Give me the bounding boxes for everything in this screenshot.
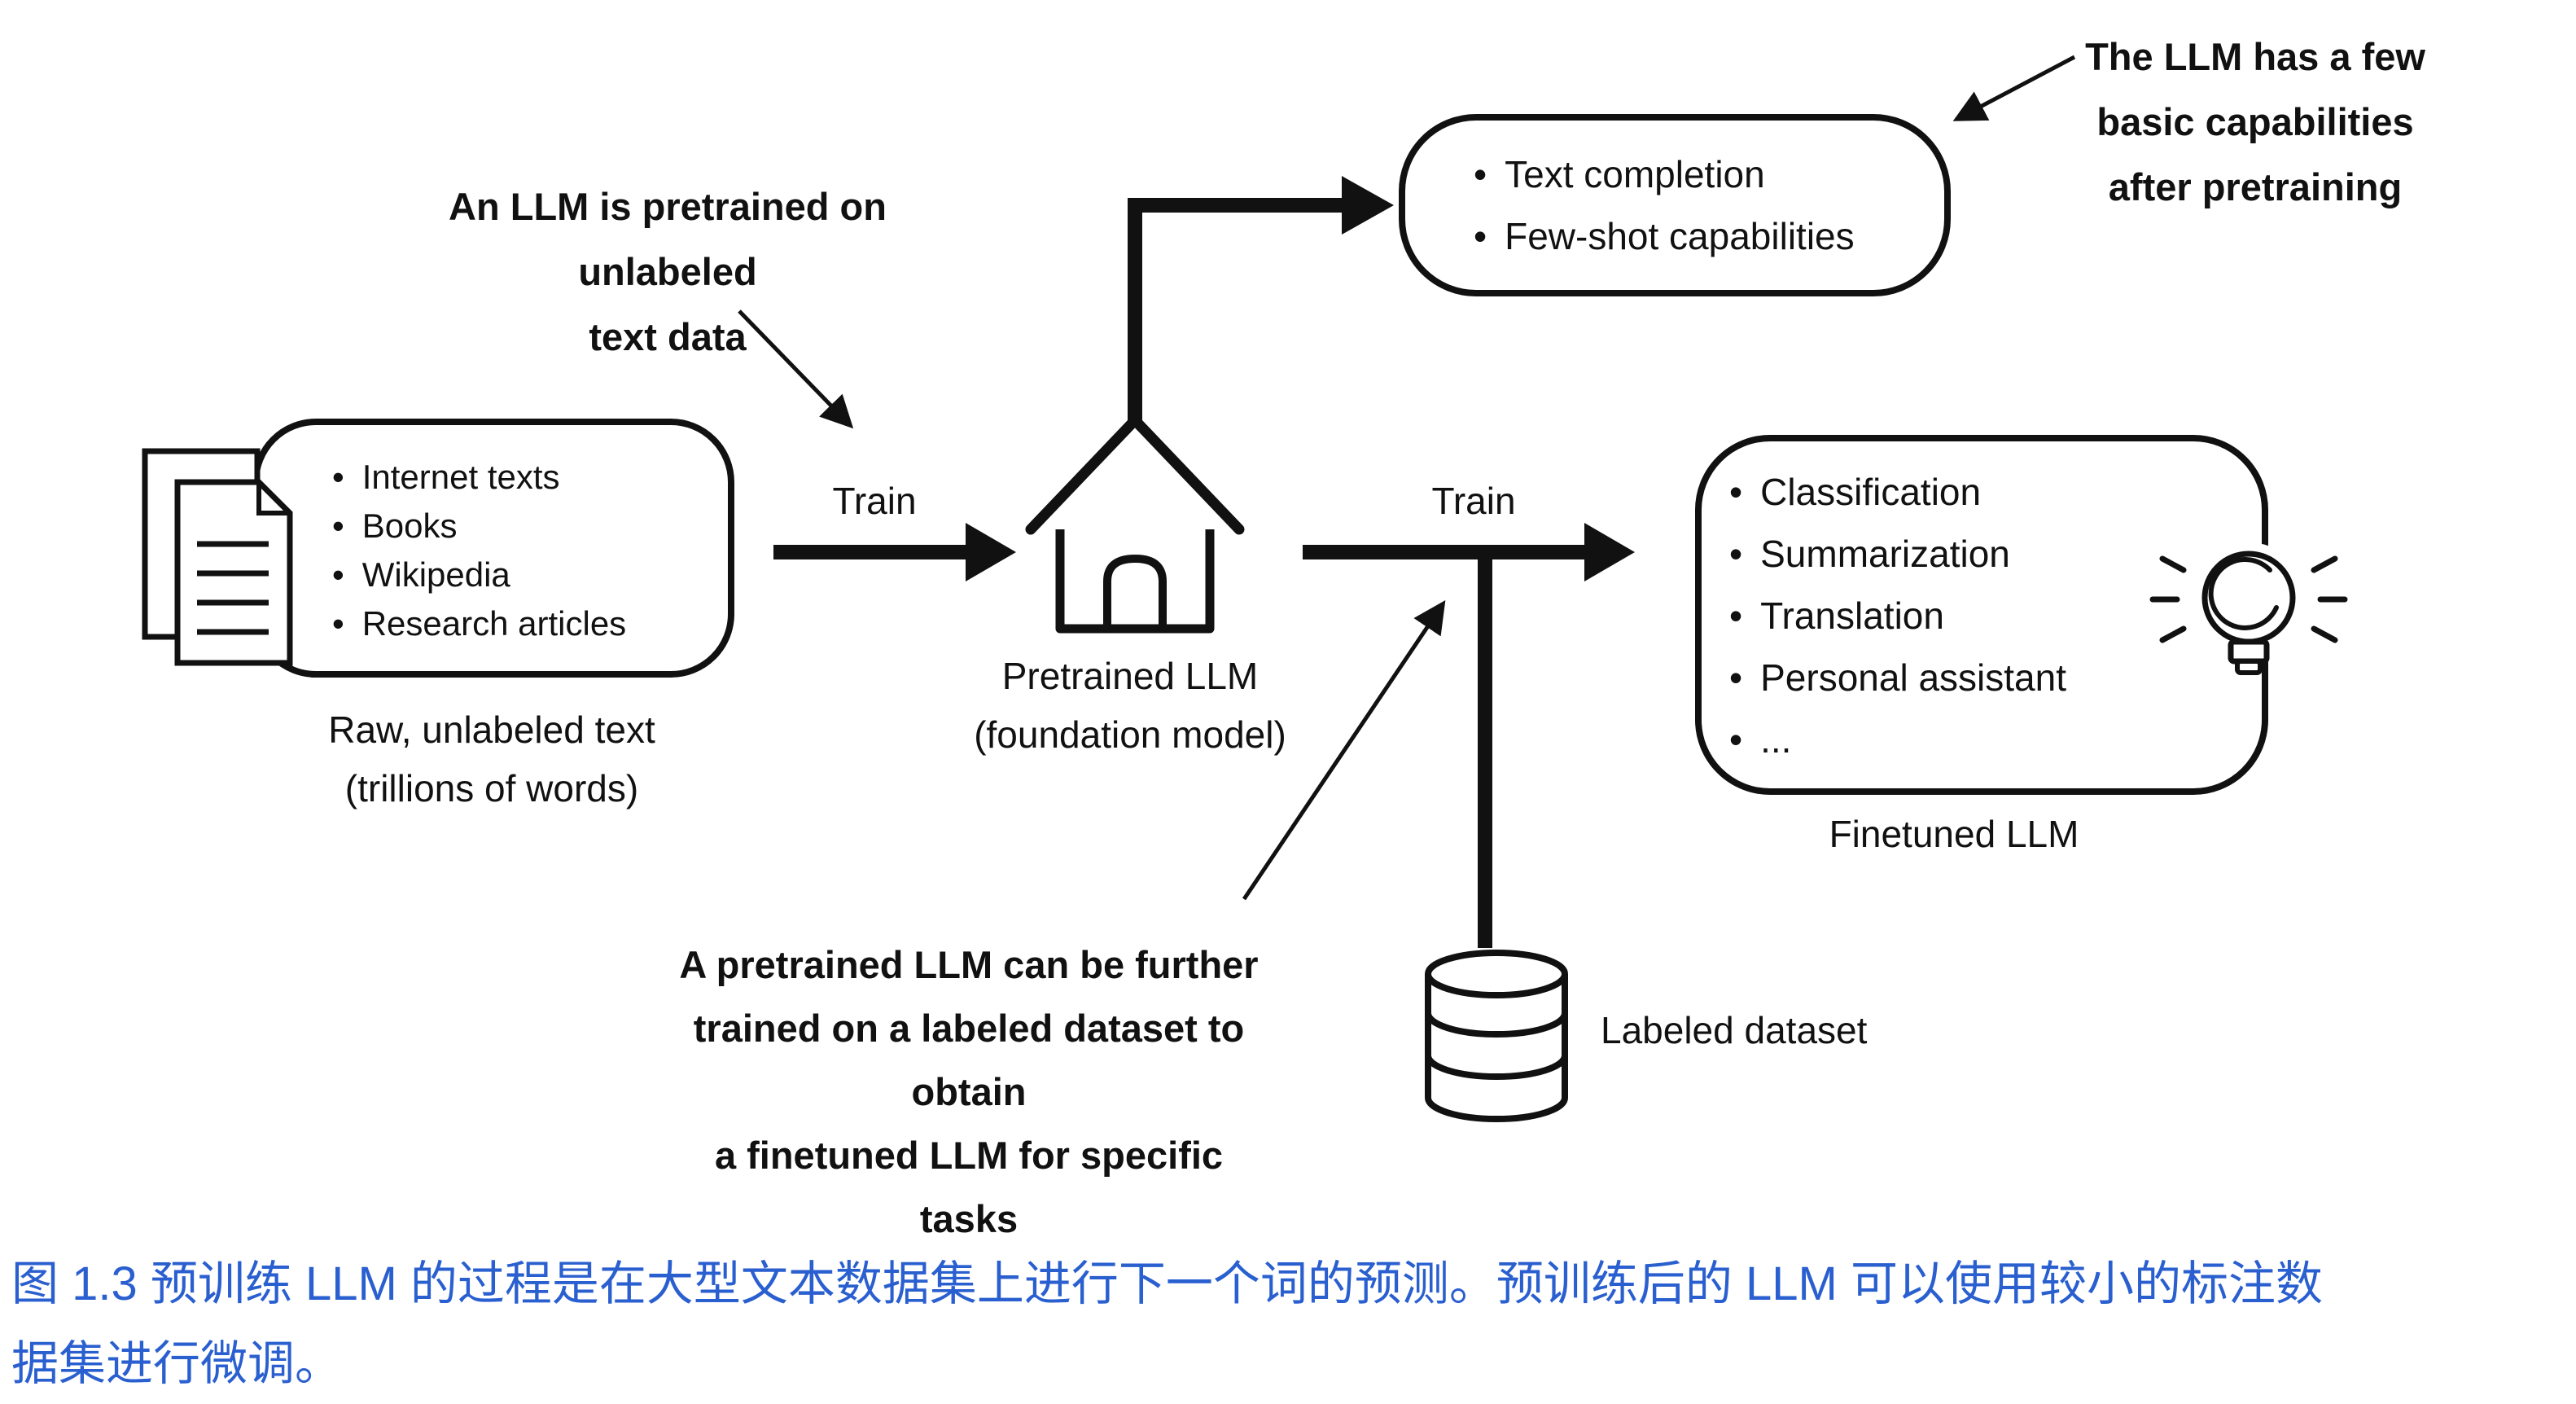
source-caption-line2: (trillions of words) [344, 767, 639, 809]
figure-caption-line1: 图 1.3 预训练 LLM 的过程是在大型文本数据集上进行下一个词的预测。预训练… [11, 1257, 2323, 1310]
list-item: ... [1729, 709, 2245, 770]
capabilities-arrow [1128, 176, 1394, 427]
list-item: Summarization [1729, 523, 2245, 585]
list-item: Research articles [332, 599, 712, 648]
list-item: Few-shot capabilities [1474, 205, 1928, 267]
finetuned-list: Classification Summarization Translation… [1729, 461, 2245, 770]
figure-caption: 图 1.3 预训练 LLM 的过程是在大型文本数据集上进行下一个词的预测。预训练… [11, 1244, 2568, 1404]
pretrained-llm-line1: Pretrained LLM [1001, 655, 1259, 697]
pretrained-llm-line2: (foundation model) [974, 713, 1286, 756]
capabilities-note-line3: after pretraining [2108, 165, 2403, 208]
list-item: Translation [1729, 585, 2245, 647]
pretrain-note-line1: An LLM is pretrained on unlabeled [449, 185, 887, 293]
pretrain-note: An LLM is pretrained on unlabeled text d… [383, 174, 953, 370]
capabilities-note-line1: The LLM has a few [2085, 35, 2425, 78]
finetune-arrow-label: Train [1431, 480, 1516, 522]
list-item: Classification [1729, 461, 2245, 523]
list-item: Internet texts [332, 453, 712, 502]
list-item: Text completion [1474, 143, 1928, 205]
finetune-arrow [1303, 523, 1635, 581]
finetune-note-line3: a finetuned LLM for specific tasks [714, 1134, 1224, 1240]
source-box-caption: Raw, unlabeled text (trillions of words) [207, 700, 777, 818]
pretrained-llm-label: Pretrained LLM (foundation model) [845, 647, 1415, 764]
house-icon [1025, 415, 1245, 634]
capabilities-note-line2: basic capabilities [2096, 100, 2414, 143]
capabilities-note: The LLM has a few basic capabilities aft… [2019, 24, 2491, 220]
source-box: Internet texts Books Wikipedia Research … [252, 419, 734, 678]
figure-caption-line2: 据集进行微调。 [11, 1337, 343, 1390]
capabilities-list: Text completion Few-shot capabilities [1474, 143, 1928, 267]
list-item: Books [332, 502, 712, 551]
list-item: Personal assistant [1729, 647, 2245, 709]
pretrain-note-line2: text data [589, 315, 747, 358]
finetune-note-line2: trained on a labeled dataset to obtain [693, 1007, 1245, 1113]
finetuned-box-caption: Finetuned LLM [1829, 813, 2079, 855]
finetuned-box: Classification Summarization Translation… [1695, 435, 2268, 795]
source-list: Internet texts Books Wikipedia Research … [332, 453, 712, 648]
database-icon [1425, 950, 1568, 1122]
finetune-note: A pretrained LLM can be further trained … [668, 933, 1270, 1251]
finetune-note-line1: A pretrained LLM can be further [679, 943, 1259, 986]
labeled-dataset-label: Labeled dataset [1601, 1009, 1868, 1051]
pretrain-arrow [773, 523, 1016, 581]
pretrain-arrow-label: Train [832, 480, 917, 522]
source-caption-line1: Raw, unlabeled text [328, 709, 655, 751]
capabilities-box: Text completion Few-shot capabilities [1399, 114, 1951, 296]
list-item: Wikipedia [332, 551, 712, 599]
